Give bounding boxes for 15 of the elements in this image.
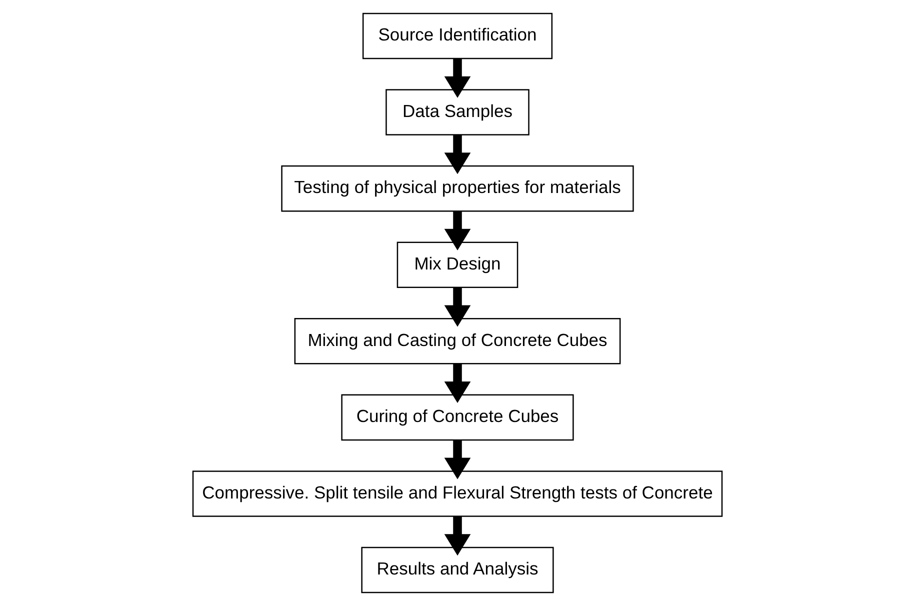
node-box: Data Samples xyxy=(385,89,529,136)
arrow xyxy=(444,211,470,250)
arrow xyxy=(444,364,470,403)
arrow xyxy=(444,287,470,327)
node-box: Source Identification xyxy=(362,12,552,60)
node-box: Testing of physical properties for materials xyxy=(280,165,634,212)
node-box: Compressive. Split tensile and Flexural Strength tests of Concrete xyxy=(192,470,722,517)
arrow xyxy=(444,58,470,98)
node-box: Mix Design xyxy=(396,242,518,288)
node-box: Results and Analysis xyxy=(360,546,554,594)
arrow xyxy=(444,440,470,480)
arrow xyxy=(444,516,470,556)
arrow xyxy=(444,134,470,174)
node-box: Curing of Concrete Cubes xyxy=(340,394,574,441)
node-box: Mixing and Casting of Concrete Cubes xyxy=(294,318,620,364)
